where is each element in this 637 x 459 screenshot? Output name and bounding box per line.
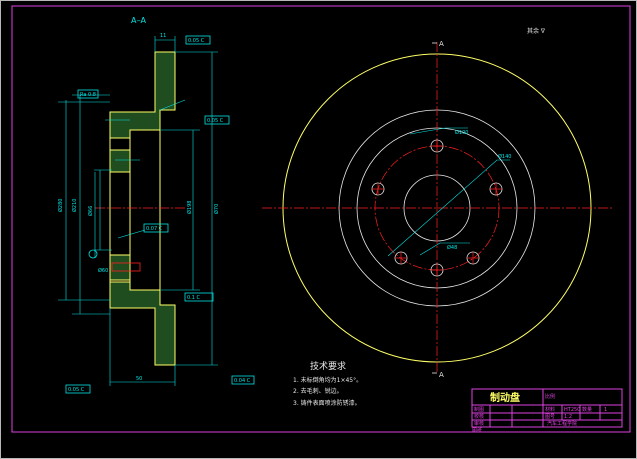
part-name: 制动盘 — [490, 391, 520, 404]
svg-text:HT250: HT250 — [564, 407, 580, 413]
front-view[interactable]: Ø140 Ø100 Ø48 A A 其余 ∇ — [262, 27, 612, 379]
svg-text:11: 11 — [160, 33, 166, 39]
svg-text:图号: 图号 — [545, 414, 555, 420]
title-block[interactable]: 制动盘 制图 校核 审核 比例 材料 HT250 数量 1 图号 1:2 汽车工… — [471, 388, 623, 434]
technical-requirements[interactable]: 技术要求 1. 未标倒角均为1×45°。 2. 去毛刺、锐边。 3. 铸件表面喷… — [293, 360, 362, 407]
svg-text:50: 50 — [136, 376, 142, 382]
svg-text:0.1 C: 0.1 C — [187, 295, 201, 301]
svg-text:0.04 C: 0.04 C — [234, 378, 251, 384]
svg-text:审核: 审核 — [474, 420, 484, 427]
svg-text:制图: 制图 — [474, 406, 484, 413]
svg-text:Ø198: Ø198 — [186, 201, 193, 214]
callout-5[interactable]: 0.04 C — [231, 375, 255, 385]
dim-lines-section — [58, 36, 218, 386]
svg-text:1: 1 — [604, 407, 607, 413]
svg-text:汽车工程学院: 汽车工程学院 — [547, 420, 577, 427]
section-view[interactable]: A–A Ø280 Ø210 Ø66 Ø198 Ø70 11 50 Ø60 — [57, 16, 255, 394]
svg-text:0.05 C: 0.05 C — [188, 38, 205, 44]
hub-section-lower — [109, 254, 131, 281]
svg-text:Ø100: Ø100 — [455, 129, 468, 136]
callout-4[interactable]: 0.1 C — [184, 292, 214, 302]
callout-0[interactable]: 0.05 C — [185, 35, 211, 45]
datum-box[interactable]: 0.05 C — [65, 384, 91, 394]
note-item-3: 3. 铸件表面喷涂防锈漆。 — [293, 399, 361, 407]
svg-text:校核: 校核 — [474, 413, 484, 420]
svg-text:Ra 0.8: Ra 0.8 — [80, 92, 96, 98]
section-mark-bottom: A — [432, 371, 444, 379]
title-block-frame — [471, 388, 623, 428]
svg-text:A: A — [439, 40, 444, 48]
note-item-1: 1. 未标倒角均为1×45°。 — [293, 376, 362, 384]
title-block-cells: 制图 校核 审核 比例 材料 HT250 数量 1 图号 1:2 汽车工程学院 — [474, 393, 607, 427]
callout-2[interactable]: 0.05 C — [204, 115, 230, 125]
front-dim-text: Ø140 Ø100 Ø48 — [447, 129, 511, 251]
section-profile-upper — [109, 51, 176, 139]
title-block-footer: 图纸 — [472, 427, 482, 434]
section-label: A–A — [131, 16, 146, 25]
svg-text:0.05 C: 0.05 C — [68, 387, 85, 393]
callout-1[interactable]: Ra 0.8 — [77, 89, 99, 99]
svg-text:Ø210: Ø210 — [71, 199, 78, 212]
svg-text:0.05 C: 0.05 C — [207, 118, 224, 124]
dim-text-section: Ø280 Ø210 Ø66 Ø198 Ø70 11 50 Ø60 — [57, 33, 220, 382]
section-profile-lower — [109, 281, 176, 366]
svg-text:比例: 比例 — [545, 393, 555, 400]
section-mark-top: A — [432, 40, 444, 48]
title-block-grid — [472, 389, 622, 427]
svg-text:1:2: 1:2 — [564, 414, 572, 420]
svg-text:Ø70: Ø70 — [213, 204, 220, 214]
notes-title: 技术要求 — [310, 360, 346, 372]
svg-text:0.07 C: 0.07 C — [146, 226, 163, 232]
surface-finish-note: 其余 ∇ — [527, 27, 546, 35]
note-item-2: 2. 去毛刺、锐边。 — [293, 387, 343, 395]
front-dim-leaders — [387, 127, 510, 257]
svg-text:Ø66: Ø66 — [87, 206, 94, 216]
drawing-outer-frame — [11, 5, 631, 433]
svg-text:Ø140: Ø140 — [498, 153, 511, 160]
svg-text:Ø48: Ø48 — [447, 244, 457, 251]
bolt-centre-marks — [372, 140, 502, 276]
svg-text:Ø60: Ø60 — [98, 267, 108, 274]
callout-3[interactable]: 0.07 C — [143, 223, 169, 233]
bolt-hole-section — [111, 262, 141, 272]
hub-section-upper — [109, 149, 131, 173]
svg-text:A: A — [439, 371, 444, 379]
svg-text:Ø280: Ø280 — [57, 199, 64, 212]
bore-outline — [110, 171, 130, 256]
datum-symbol — [88, 249, 98, 259]
svg-text:材料: 材料 — [545, 406, 555, 413]
svg-text:数量: 数量 — [582, 406, 592, 413]
